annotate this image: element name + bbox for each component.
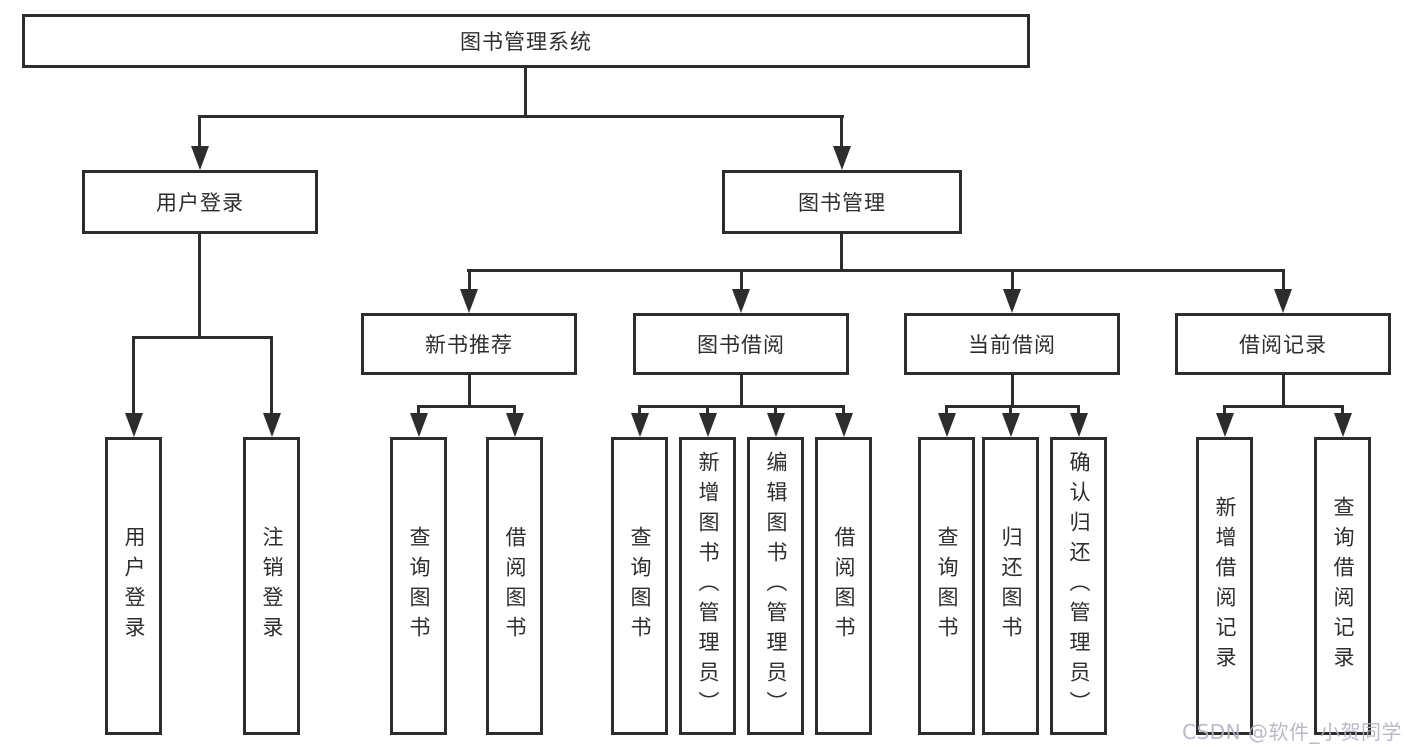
connector-book-mgmt-stub <box>840 234 843 272</box>
connector-shaft <box>1077 405 1080 417</box>
node-label: 用户登录 <box>156 191 244 215</box>
leaf-confirm-return-admin: 确认归还（管理员） <box>1050 437 1107 735</box>
node-library-management-system: 图书管理系统 <box>22 14 1030 68</box>
arrow-to-leaf <box>1001 413 1020 437</box>
leaf-label: 查询图书 <box>628 526 652 646</box>
connector-level3-branch <box>467 269 1285 272</box>
arrow-to-leaf <box>1215 413 1234 437</box>
leaf-label: 查询借阅记录 <box>1331 496 1355 676</box>
connector-user-login-stub <box>198 234 201 339</box>
connector-shaft <box>1223 405 1226 417</box>
connector-shaft <box>513 405 516 417</box>
arrow-to-leaf <box>1069 413 1088 437</box>
connector-shaft <box>417 405 420 417</box>
connector-new-book-stub <box>467 375 471 408</box>
leaf-borrow-books-recommend: 借阅图书 <box>486 437 543 735</box>
node-label: 新书推荐 <box>425 333 513 357</box>
leaf-label: 借阅图书 <box>503 526 527 646</box>
leaf-label: 查询图书 <box>407 526 431 646</box>
node-book-management: 图书管理 <box>722 170 962 234</box>
connector-level2-branch <box>198 115 844 118</box>
connector-book-borrow-shaft <box>739 269 743 293</box>
connector-shaft <box>842 405 845 417</box>
connector-new-book-shaft <box>467 269 471 293</box>
leaf-label: 编辑图书（管理员） <box>764 451 788 721</box>
leaf-borrow-books-borrow: 借阅图书 <box>815 437 872 735</box>
leaf-query-books-recommend: 查询图书 <box>390 437 447 735</box>
node-borrow-records: 借阅记录 <box>1175 313 1391 375</box>
node-label: 图书管理系统 <box>460 30 592 54</box>
node-user-login: 用户登录 <box>82 170 318 234</box>
arrow-to-leaf <box>409 413 428 437</box>
node-label: 图书管理 <box>798 191 886 215</box>
arrow-to-current-borrow <box>1003 289 1021 313</box>
connector-shaft <box>638 405 641 417</box>
leaf-edit-book-admin: 编辑图书（管理员） <box>747 437 804 735</box>
leaf-logout: 注销登录 <box>243 437 300 735</box>
arrow-to-leaf <box>505 413 524 437</box>
leaf-query-books-borrow: 查询图书 <box>611 437 668 735</box>
arrow-to-leaf <box>834 413 853 437</box>
leaf-label: 归还图书 <box>999 526 1023 646</box>
arrow-to-borrow-record <box>1274 289 1292 313</box>
arrow-to-leaf-logout <box>262 413 281 437</box>
arrow-to-new-book <box>460 289 478 313</box>
arrow-to-book-borrow <box>732 289 750 313</box>
leaf-add-borrow-record: 新增借阅记录 <box>1196 437 1253 735</box>
leaf-query-borrow-record: 查询借阅记录 <box>1314 437 1371 735</box>
node-current-borrow: 当前借阅 <box>904 313 1120 375</box>
connector-shaft <box>945 405 948 417</box>
connector-user-login-branch <box>132 336 273 339</box>
connector-new-book-branch <box>417 405 516 408</box>
connector-root-stub <box>524 68 527 118</box>
node-label: 当前借阅 <box>968 333 1056 357</box>
connector-borrow-record-stub <box>1281 375 1285 408</box>
connector-book-borrow-stub <box>739 375 743 408</box>
node-book-borrow: 图书借阅 <box>633 313 849 375</box>
node-new-book-recommend: 新书推荐 <box>361 313 577 375</box>
node-label: 借阅记录 <box>1239 333 1327 357</box>
leaf-label: 新增图书（管理员） <box>696 451 720 721</box>
connector-current-borrow-branch <box>945 405 1080 408</box>
connector-shaft <box>706 405 709 417</box>
leaf-label: 新增借阅记录 <box>1213 496 1237 676</box>
connector-borrow-record-branch <box>1223 405 1344 408</box>
arrow-to-leaf <box>698 413 717 437</box>
connector-borrow-record-shaft <box>1281 269 1285 293</box>
csdn-watermark: CSDN @软件_小贺同学 <box>1182 720 1402 744</box>
connector-leaf-logout-shaft <box>270 336 273 416</box>
leaf-add-book-admin: 新增图书（管理员） <box>679 437 736 735</box>
connector-shaft <box>774 405 777 417</box>
connector-shaft <box>1009 405 1012 417</box>
arrow-to-book-mgmt <box>833 146 851 170</box>
arrow-to-leaf <box>937 413 956 437</box>
connector-user-login-shaft <box>198 115 201 149</box>
connector-leaf-login-shaft <box>132 336 135 416</box>
node-label: 图书借阅 <box>697 333 785 357</box>
leaf-label: 注销登录 <box>260 526 284 646</box>
connector-book-borrow-branch <box>638 405 845 408</box>
leaf-label: 查询图书 <box>935 526 959 646</box>
arrow-to-leaf <box>766 413 785 437</box>
connector-shaft <box>1341 405 1344 417</box>
leaf-label: 用户登录 <box>122 526 146 646</box>
arrow-to-leaf <box>1333 413 1352 437</box>
connector-current-borrow-shaft <box>1010 269 1014 293</box>
arrow-to-leaf-login <box>124 413 143 437</box>
leaf-label: 确认归还（管理员） <box>1067 451 1091 721</box>
leaf-query-books-current: 查询图书 <box>918 437 975 735</box>
leaf-user-login: 用户登录 <box>105 437 162 735</box>
leaf-return-book: 归还图书 <box>982 437 1039 735</box>
arrow-to-leaf <box>630 413 649 437</box>
leaf-label: 借阅图书 <box>832 526 856 646</box>
connector-book-mgmt-shaft <box>840 115 843 149</box>
arrow-to-user-login <box>191 146 209 170</box>
connector-current-borrow-stub <box>1010 375 1014 408</box>
